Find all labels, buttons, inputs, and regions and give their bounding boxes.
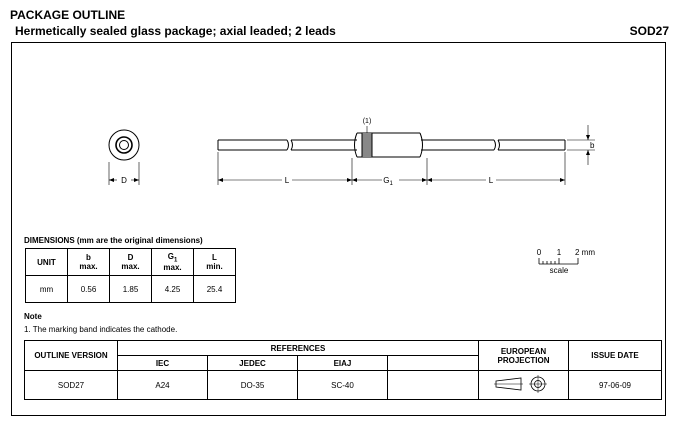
issue-date-header: ISSUE DATE	[568, 340, 662, 371]
outline-version: SOD27	[24, 370, 118, 400]
jedec-header: JEDEC	[207, 355, 298, 371]
side-view	[217, 125, 595, 185]
dim-b-arrow-bottom	[586, 150, 590, 155]
dim-value-b: 0.56	[67, 275, 110, 303]
projection-header: EUROPEAN PROJECTION	[478, 340, 569, 371]
end-view-outer-circle	[108, 129, 140, 161]
dimensions-value-row: mm 0.56 1.85 4.25 25.4	[25, 275, 236, 303]
note-title: Note	[24, 312, 42, 321]
end-view	[108, 129, 140, 185]
dim-col-d-symbol: D	[127, 253, 134, 262]
dim-l-right-arrow-b	[560, 178, 565, 182]
iec-value: A24	[117, 370, 208, 400]
eiaj-value: SC-40	[297, 370, 388, 400]
jedec-value: DO-35	[207, 370, 298, 400]
outline-version-header: OUTLINE VERSION	[24, 340, 118, 371]
note-text: 1. The marking band indicates the cathod…	[24, 325, 178, 334]
scale-label-1: 1	[557, 248, 562, 257]
end-view-ring	[115, 136, 133, 154]
package-code: SOD27	[629, 24, 669, 38]
dimensions-caption: DIMENSIONS (mm are the original dimensio…	[24, 236, 203, 245]
left-lead-break-2	[290, 139, 293, 151]
dim-col-b-qualifier: max.	[79, 262, 98, 271]
ref-spare-value	[387, 370, 479, 400]
dim-unit: mm	[25, 275, 68, 303]
dim-d-label: D	[121, 176, 127, 185]
note-marker: (1)	[363, 118, 372, 125]
package-description: Hermetically sealed glass package; axial…	[15, 24, 336, 38]
ref-header-row-2: IEC JEDEC EIAJ	[25, 355, 662, 371]
outline-frame	[11, 42, 666, 416]
scale-label-2: 2 mm	[575, 248, 595, 257]
dim-unit-header: UNIT	[25, 248, 68, 276]
dim-g1-arrow-a	[352, 178, 357, 182]
left-lead-break-1	[286, 139, 289, 151]
dim-value-d: 1.85	[109, 275, 152, 303]
references-table: OUTLINE VERSION REFERENCES EUROPEAN PROJ…	[24, 340, 662, 400]
issue-date: 97-06-09	[568, 370, 662, 400]
dim-g1-label: G1	[383, 176, 393, 187]
dim-col-d-qualifier: max.	[121, 262, 140, 271]
end-view-lead	[119, 140, 129, 150]
dim-col-b-symbol: b	[86, 253, 91, 262]
projection-symbol-cell	[478, 370, 569, 400]
dim-d-arrow-left	[109, 178, 114, 182]
scale-caption: scale	[550, 266, 569, 275]
dim-b-label: b	[590, 141, 595, 150]
ref-header-row-1: OUTLINE VERSION REFERENCES EUROPEAN PROJ…	[24, 340, 662, 371]
scale-bar	[538, 258, 579, 265]
dim-l-right-arrow-a	[427, 178, 432, 182]
iec-header: IEC	[117, 355, 208, 371]
dim-value-g1: 4.25	[151, 275, 194, 303]
dim-value-l: 25.4	[193, 275, 236, 303]
dim-col-l-qualifier: min.	[206, 262, 223, 271]
dim-g1-subscript: 1	[389, 181, 393, 187]
dim-l-left-arrow-a	[218, 178, 223, 182]
dim-b-arrow-top	[586, 135, 590, 140]
right-lead-break-1	[493, 139, 496, 151]
dim-g1-arrow-b	[422, 178, 427, 182]
right-lead-break-2	[497, 139, 500, 151]
page-title: PACKAGE OUTLINE	[10, 8, 126, 22]
scale-label-0: 0	[537, 248, 542, 257]
ref-value-row: SOD27 A24 DO-35 SC-40 97-06-09	[24, 370, 662, 400]
body-right-cap	[419, 132, 423, 158]
eiaj-header: EIAJ	[297, 355, 388, 371]
dim-g1-symbol: G	[383, 176, 389, 185]
dim-d-arrow-right	[134, 178, 139, 182]
references-header: REFERENCES	[117, 340, 479, 356]
dim-col-g1-sub: 1	[173, 257, 178, 264]
european-projection-icon	[493, 375, 547, 393]
cathode-marking-band	[362, 133, 372, 157]
dim-l-left-label: L	[285, 176, 290, 185]
body-left-cap	[354, 132, 358, 158]
dim-col-g1-qualifier: max.	[163, 263, 182, 273]
dim-col-l-symbol: L	[212, 253, 217, 262]
dim-l-right-label: L	[489, 176, 494, 185]
ref-spare-header	[387, 355, 479, 371]
dim-col-g1-symbol: G	[167, 251, 174, 261]
dim-l-left-arrow-b	[347, 178, 352, 182]
